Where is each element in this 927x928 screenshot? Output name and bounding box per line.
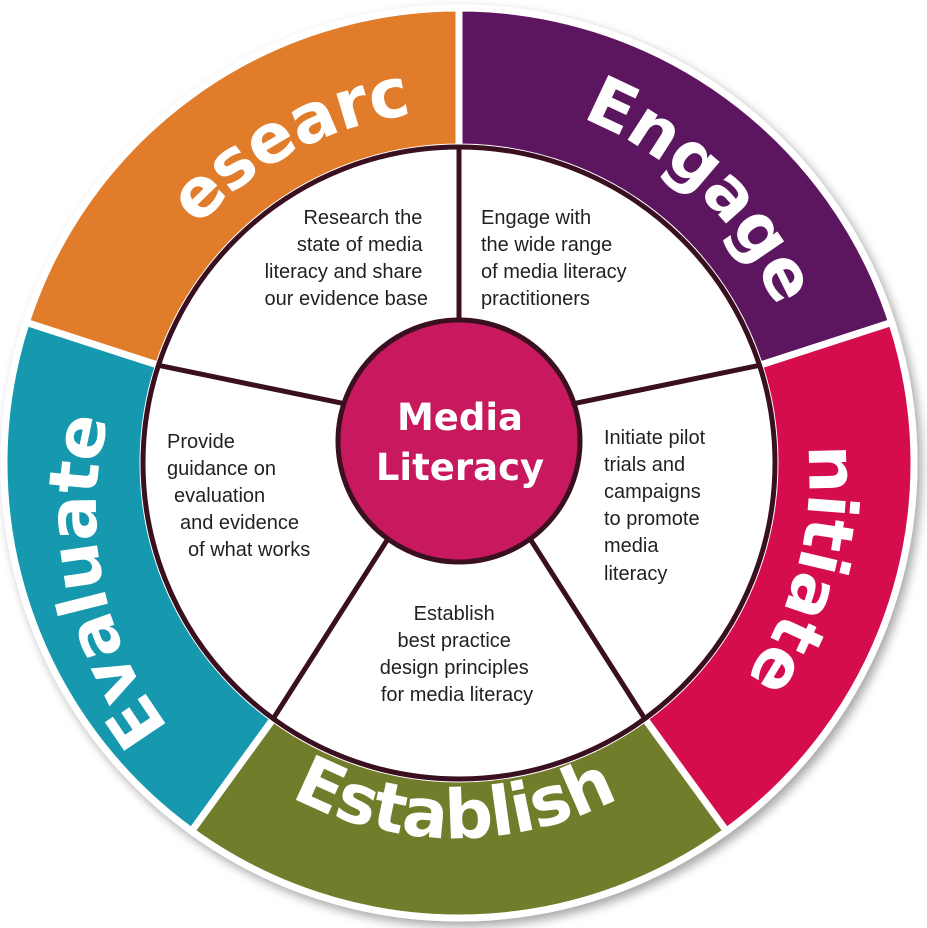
description-engage: Engage with the wide range of media lite…: [481, 207, 632, 310]
spoke-2: [528, 537, 647, 720]
center-title-line2: Literacy: [376, 446, 544, 489]
spoke-1: [573, 362, 761, 407]
outer-ring: [0, 4, 918, 922]
spoke-3: [271, 537, 390, 720]
description-establish: Establish best practice design principle…: [380, 603, 535, 706]
center-title-line1: Media: [397, 396, 523, 439]
center-circle: [335, 317, 583, 565]
spoke-4: [157, 362, 345, 407]
description-initiate: Initiate pilot trials and campaigns to p…: [604, 427, 711, 585]
description-research: Research the state of media literacy and…: [265, 207, 428, 310]
description-evaluate: Provide guidance on evaluation and evide…: [167, 431, 310, 561]
